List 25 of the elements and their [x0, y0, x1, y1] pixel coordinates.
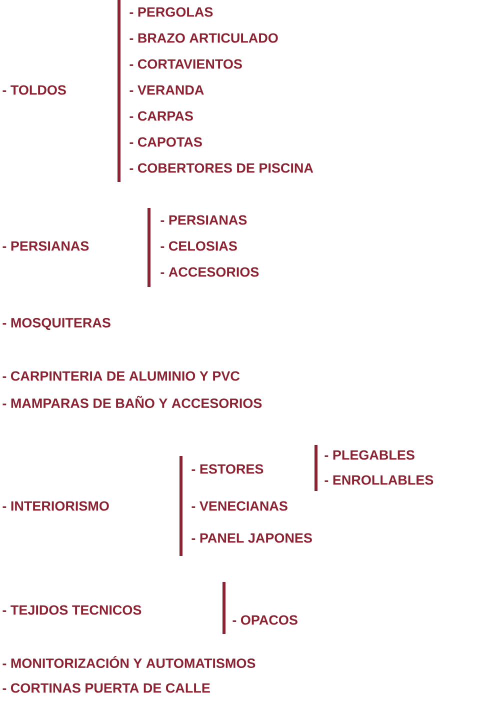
- list-item: - COBERTORES DE PISCINA: [130, 163, 314, 173]
- list-item: - CARPAS: [130, 111, 193, 121]
- list-item: - VENECIANAS: [192, 501, 288, 511]
- list-item: - CORTINAS PUERTA DE CALLE: [2, 683, 210, 693]
- list-item: - CARPINTERIA DE ALUMINIO Y PVC: [2, 371, 240, 381]
- list-item: - MAMPARAS DE BAÑO Y ACCESORIOS: [2, 396, 262, 408]
- list-item: - PERSIANAS: [2, 241, 89, 251]
- list-item: - ENROLLABLES: [324, 475, 434, 485]
- list-item: - CAPOTAS: [130, 137, 202, 147]
- list-item: - ESTORES: [192, 464, 264, 474]
- list-item: - OPACOS: [232, 615, 298, 625]
- list-item: - CORTAVIENTOS: [130, 59, 242, 69]
- list-item: - TEJIDOS TECNICOS: [2, 605, 142, 615]
- list-item: - TOLDOS: [2, 85, 66, 95]
- list-item: - VERANDA: [130, 85, 204, 95]
- list-item: - ACCESORIOS: [160, 267, 259, 277]
- list-item: - PANEL JAPONES: [192, 533, 312, 543]
- list-item: - PLEGABLES: [324, 450, 414, 460]
- list-item: - MOSQUITERAS: [2, 318, 110, 330]
- list-item: - PERGOLAS: [130, 7, 213, 17]
- list-item: - PERSIANAS: [160, 215, 247, 225]
- list-item: - MONITORIZACIÓN Y AUTOMATISMOS: [2, 656, 256, 668]
- list-item: - INTERIORISMO: [2, 501, 109, 511]
- list-item: - BRAZO ARTICULADO: [130, 33, 278, 43]
- list-item: - CELOSIAS: [160, 241, 237, 251]
